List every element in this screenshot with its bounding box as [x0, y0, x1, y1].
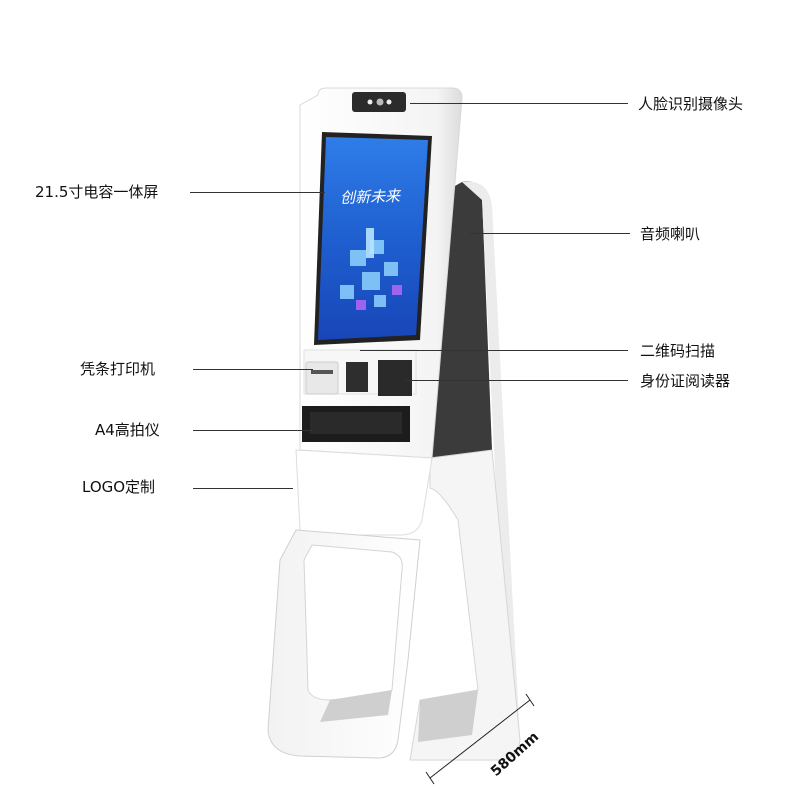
- id-reader-leader-line: [405, 380, 628, 381]
- a4-scanner-leader-line: [193, 430, 313, 431]
- rear-leg: [409, 449, 521, 761]
- qr-scanner-leader-line: [360, 350, 628, 351]
- touch-screen: [314, 132, 432, 345]
- logo-leader-line: [193, 488, 293, 489]
- qr-scanner-label: 二维码扫描: [640, 342, 716, 360]
- touch-screen-label: 21.5寸电容一体屏: [35, 183, 159, 201]
- speaker-leader-line: [470, 233, 630, 234]
- touch-screen-leader-line: [190, 192, 325, 193]
- device-panel: [302, 349, 417, 442]
- face-camera-label: 人脸识别摄像头: [638, 95, 744, 113]
- speaker-label: 音频喇叭: [640, 225, 701, 243]
- camera-module: [352, 92, 406, 112]
- face-camera-leader-line: [410, 103, 628, 104]
- id-reader-label: 身份证阅读器: [640, 372, 731, 390]
- logo-label: LOGO定制: [82, 478, 156, 496]
- receipt-printer-label: 凭条打印机: [80, 360, 156, 378]
- receipt-printer-leader-line: [193, 369, 313, 370]
- a4-scanner-label: A4高拍仪: [95, 421, 160, 439]
